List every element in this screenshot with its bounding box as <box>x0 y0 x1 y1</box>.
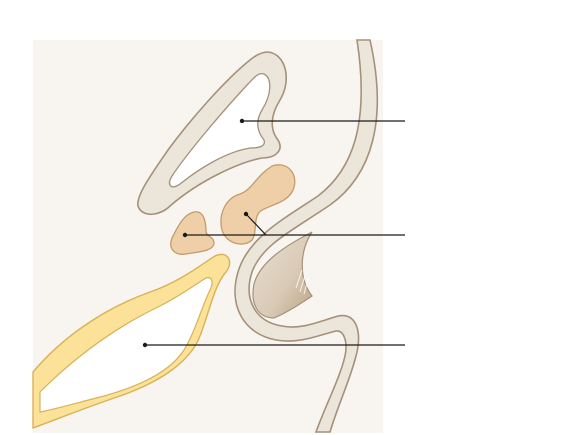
leader-dot-middle-left <box>182 232 188 238</box>
leader-dot-lower <box>142 342 148 348</box>
leader-lines <box>142 118 405 348</box>
leader-dot-upper <box>239 118 245 124</box>
leader-dot-middle-right <box>243 211 249 217</box>
lower-structure-cavity <box>39 277 213 413</box>
recess-fibers <box>295 269 310 295</box>
upper-bone-cavity <box>168 72 271 188</box>
nodule-small <box>170 211 215 255</box>
nodule-large <box>220 164 296 245</box>
curved-wall <box>234 39 379 433</box>
leader-line-middle-branch <box>245 213 267 236</box>
shaded-recess <box>252 231 313 319</box>
